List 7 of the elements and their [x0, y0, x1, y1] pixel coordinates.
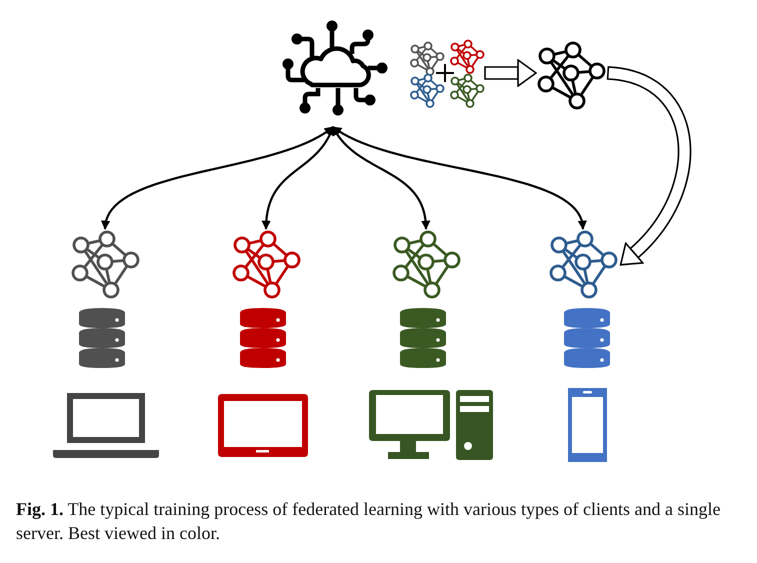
arrow	[332, 126, 587, 230]
hollow-arrow	[606, 66, 692, 266]
arrow	[262, 126, 334, 230]
hollow-arrow	[484, 59, 537, 87]
figure-caption: Fig. 1. The typical training process of federated learning with various types of clients and a single server. Best viewed in color.	[16, 498, 722, 546]
arrow	[100, 126, 334, 230]
arrow	[332, 126, 430, 230]
